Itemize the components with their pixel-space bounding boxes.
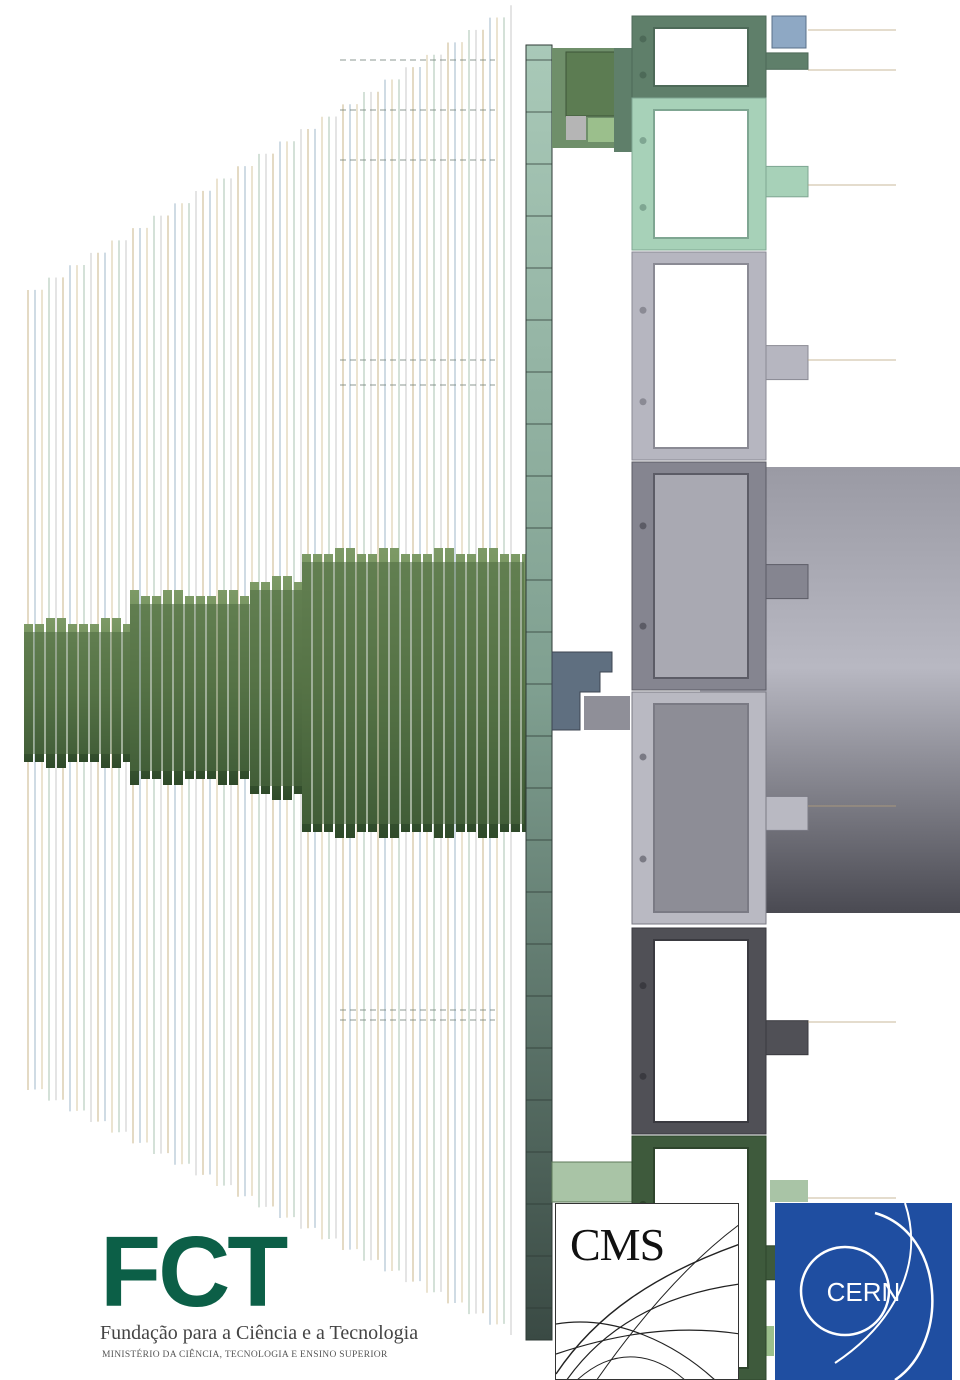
bolt-hole xyxy=(639,1072,647,1080)
frame-window xyxy=(653,109,749,239)
cern-logo-mark: CERN xyxy=(826,1277,901,1307)
fct-logo-mark: FCT xyxy=(100,1216,288,1328)
cable-core xyxy=(24,632,130,754)
bolt-hole xyxy=(639,203,647,211)
green-cable-stack xyxy=(24,548,531,838)
fct-logo: FCT Fundação para a Ciência e a Tecnolog… xyxy=(100,1216,520,1378)
frame-module xyxy=(631,97,809,251)
frame-module xyxy=(631,927,809,1135)
upper-connector-block xyxy=(552,48,632,152)
frame-window xyxy=(653,263,749,449)
bolt-hole xyxy=(639,398,647,406)
frame-tab xyxy=(765,52,809,70)
cms-logo-mark: CMS xyxy=(570,1219,665,1270)
frame-tab xyxy=(765,1020,809,1056)
mid-connector-bracket xyxy=(551,651,630,731)
bolt-hole xyxy=(639,71,647,79)
vertical-support-plate xyxy=(525,44,553,1341)
cable-core xyxy=(302,562,524,824)
fct-full-name: Fundação para a Ciência e a Tecnologia xyxy=(100,1322,419,1344)
callout-lines xyxy=(808,29,896,1199)
bolt-hole xyxy=(639,982,647,990)
cern-ring-mark xyxy=(799,1203,934,1380)
fct-ministry-name: MINISTÉRIO DA CIÊNCIA, TECNOLOGIA E ENSI… xyxy=(102,1350,388,1360)
frame-window xyxy=(653,703,749,913)
cern-logo: CERN xyxy=(775,1203,952,1380)
bolt-hole xyxy=(639,522,647,530)
frame-window xyxy=(653,473,749,679)
bolt-hole xyxy=(639,753,647,761)
frame-module xyxy=(631,251,809,461)
frame-module xyxy=(631,691,809,925)
bolt-hole xyxy=(639,137,647,145)
frame-tab xyxy=(765,564,809,600)
bolt-hole xyxy=(639,306,647,314)
modular-frame-stack xyxy=(631,15,809,1380)
top-blue-block xyxy=(771,15,807,49)
frame-tab xyxy=(765,165,809,198)
frame-module xyxy=(631,461,809,691)
frame-tab xyxy=(765,795,809,831)
bolt-hole xyxy=(639,35,647,43)
frame-window xyxy=(653,939,749,1123)
bolt-hole xyxy=(639,855,647,863)
cms-track-curves xyxy=(556,1224,738,1379)
frame-tab xyxy=(765,345,809,381)
bolt-hole xyxy=(639,622,647,630)
frame-window xyxy=(653,27,749,87)
cable-core xyxy=(130,604,250,771)
frame-module xyxy=(631,15,809,99)
cms-logo: CMS xyxy=(555,1203,739,1380)
cable-core xyxy=(250,590,302,786)
